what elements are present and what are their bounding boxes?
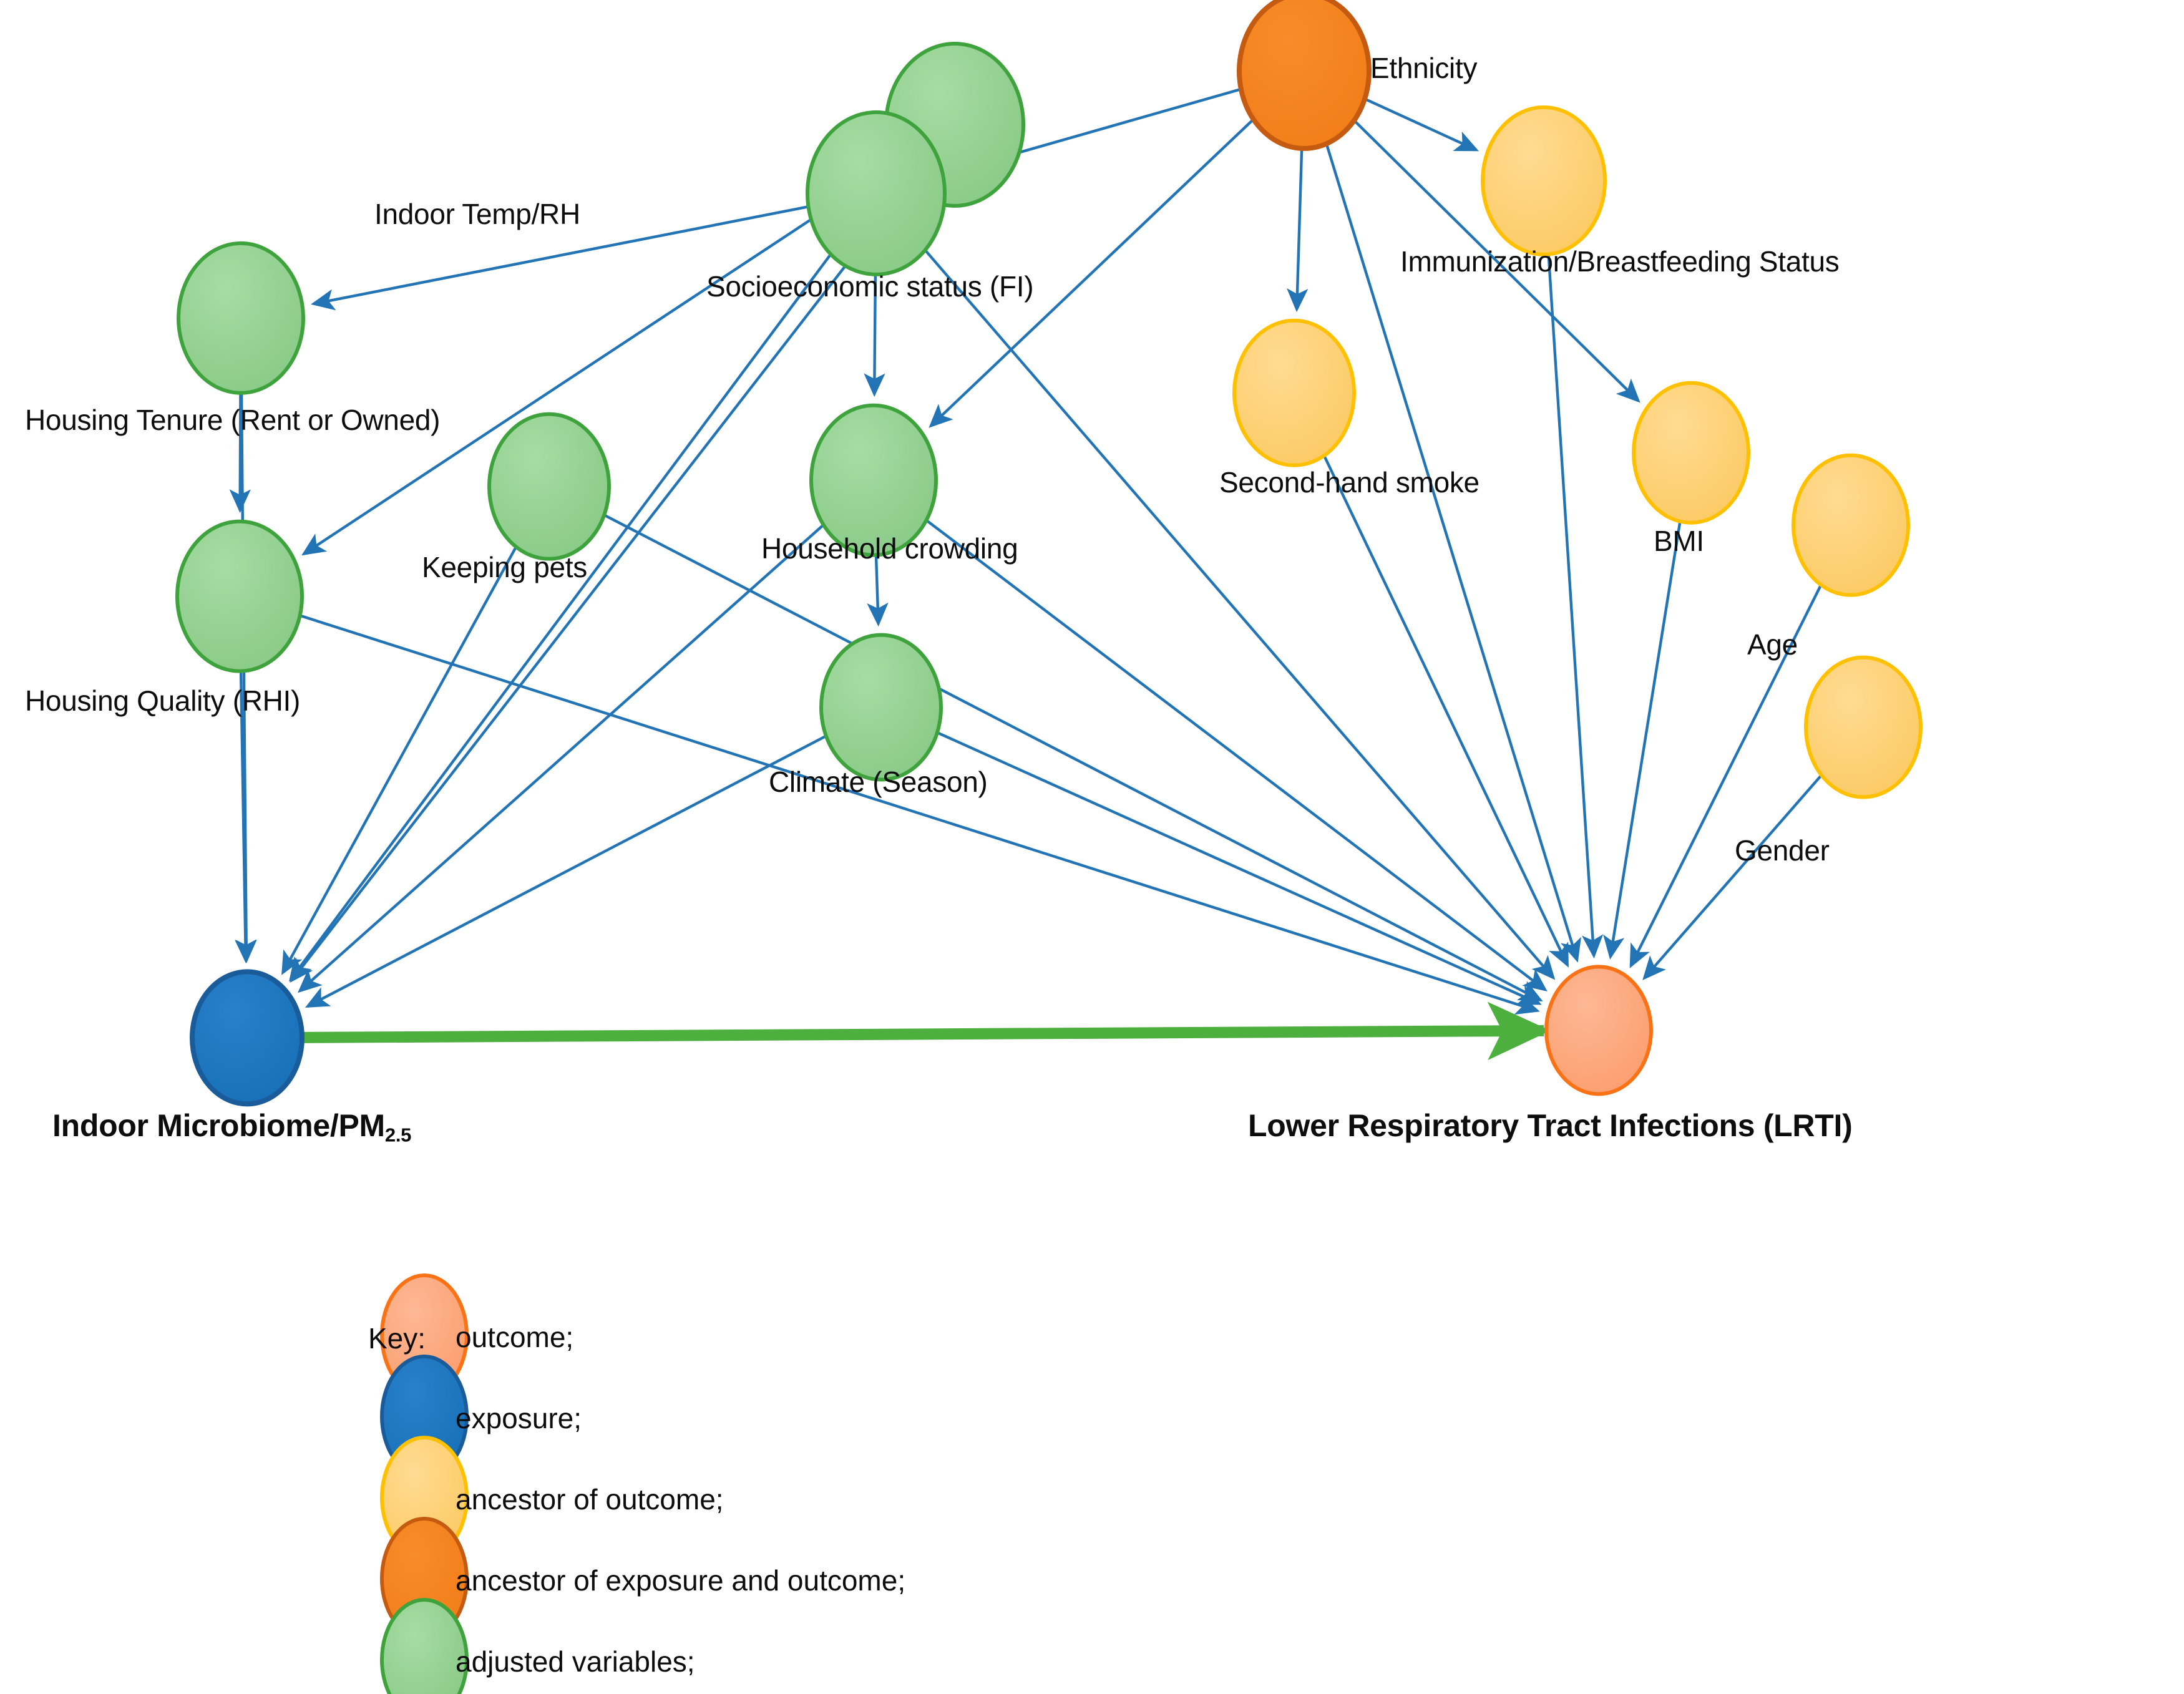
- dag-edge: [1353, 119, 1640, 403]
- dag-node-socioeconomic[interactable]: [806, 110, 947, 276]
- dag-node-bmi[interactable]: [1632, 381, 1750, 525]
- dag-node-gender[interactable]: [1804, 655, 1923, 799]
- dag-node-outcome[interactable]: [1544, 965, 1653, 1096]
- key-label-ancestor_exposure_outcome: ancestor of exposure and outcome;: [456, 1564, 906, 1597]
- key-swatch-adjusted: [380, 1598, 469, 1694]
- node-label-bmi: BMI: [1654, 524, 1704, 557]
- dag-node-exposure[interactable]: [190, 969, 305, 1107]
- dag-edge: [1547, 254, 1604, 959]
- dag-edge: [1322, 455, 1569, 968]
- dag-node-ethnicity[interactable]: [1237, 0, 1372, 151]
- dag-edge: [924, 249, 1556, 980]
- dag-edge: [867, 555, 889, 627]
- edge-layer: [229, 87, 1823, 1061]
- node-label-household_crowding: Household crowding: [761, 532, 1018, 565]
- node-label-socioeconomic: Socioeconomic status (FI): [706, 270, 1034, 303]
- key-label-ancestor_outcome: ancestor of outcome;: [456, 1483, 724, 1516]
- node-label-indoor_temp: Indoor Temp/RH: [374, 197, 580, 230]
- node-label-housing_tenure: Housing Tenure (Rent or Owned): [25, 403, 441, 436]
- dag-edge: [290, 183, 910, 983]
- node-label-gender: Gender: [1735, 834, 1830, 867]
- key-label-adjusted: adjusted variables;: [456, 1645, 695, 1678]
- dag-edge: [299, 614, 1540, 1015]
- dag-edge: [301, 163, 896, 556]
- node-label-housing_quality: Housing Quality (RHI): [25, 684, 301, 717]
- dag-edge: [305, 734, 827, 1008]
- dag-edge: [235, 392, 257, 963]
- dag-node-second_hand_smoke[interactable]: [1232, 318, 1356, 467]
- dag-edge: [1364, 97, 1479, 152]
- node-label-climate_season: Climate (Season): [769, 765, 988, 798]
- dag-edge: [1287, 148, 1309, 313]
- dag-edge: [1642, 774, 1823, 980]
- dag-edge: [864, 274, 885, 397]
- node-label-keeping_pets: Keeping pets: [422, 550, 587, 583]
- key-label-exposure: exposure;: [456, 1402, 582, 1434]
- dag-edge: [298, 523, 825, 993]
- dag-node-housing_quality[interactable]: [175, 519, 304, 673]
- dag-node-climate_season[interactable]: [819, 633, 943, 782]
- dag-node-immunization[interactable]: [1481, 105, 1607, 256]
- dag-node-household_crowding[interactable]: [809, 403, 938, 557]
- node-label-immunization: Immunization/Breastfeeding Status: [1400, 245, 1840, 278]
- dag-edge: [1603, 521, 1682, 960]
- key-label-outcome: outcome;: [456, 1321, 574, 1353]
- dag-edge: [603, 514, 1543, 1002]
- node-label-second_hand_smoke: Second-hand smoke: [1219, 465, 1480, 499]
- key-title: Key:: [368, 1322, 426, 1355]
- dag-edge: [929, 118, 1255, 428]
- dag-node-housing_tenure[interactable]: [177, 241, 305, 395]
- dag-edge: [288, 253, 832, 982]
- dag-edge: [281, 546, 517, 975]
- node-layer: [175, 0, 1923, 1107]
- dag-edge: [311, 205, 809, 311]
- dag-edge: [1325, 143, 1581, 963]
- dag-edge: [235, 671, 256, 963]
- node-label-outcome: Lower Respiratory Tract Infections (LRTI…: [1248, 1108, 1853, 1144]
- node-label-ethnicity: Ethnicity: [1370, 51, 1478, 84]
- dag-edge: [937, 731, 1542, 1005]
- dag-edge: [1629, 584, 1823, 968]
- node-label-exposure: Indoor Microbiome/PM2.5: [52, 1108, 412, 1147]
- dag-edge: [925, 519, 1548, 992]
- dag-node-age[interactable]: [1792, 453, 1910, 597]
- node-label-age: Age: [1747, 628, 1798, 661]
- dag-node-keeping_pets[interactable]: [487, 412, 611, 561]
- key-swatch-layer: [380, 1273, 469, 1694]
- dag-edge: [301, 1001, 1551, 1061]
